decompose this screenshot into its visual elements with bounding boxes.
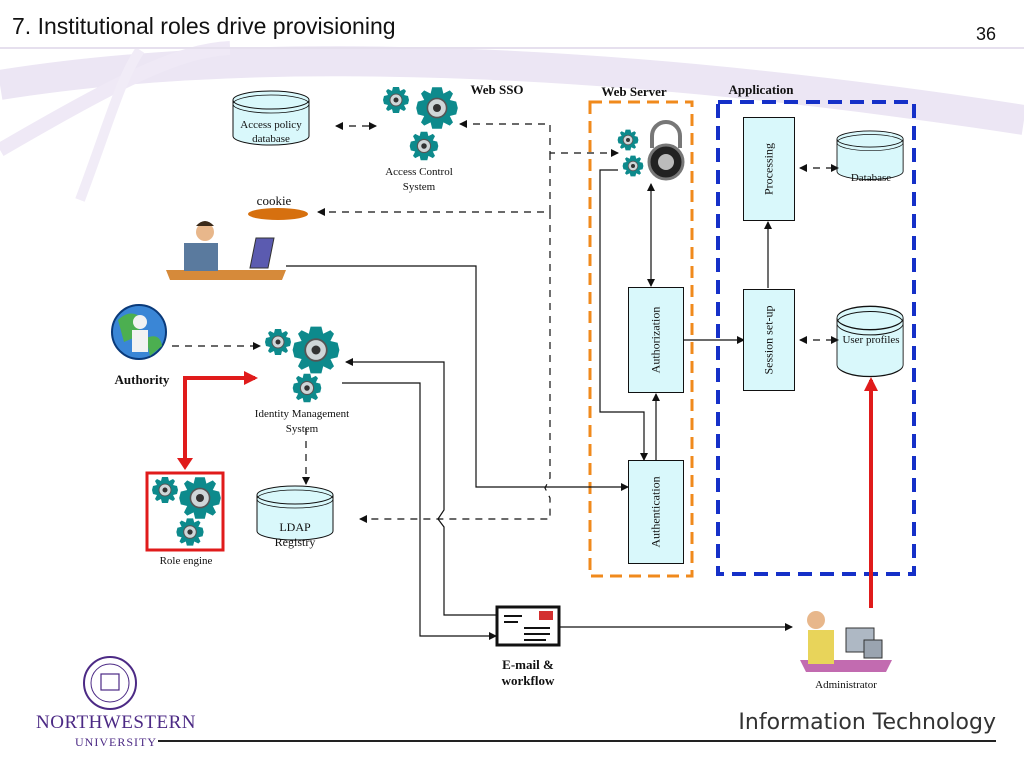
authentication-box: Authentication (628, 460, 684, 564)
university-seal-icon (83, 656, 137, 710)
identity-management-gears-icon (264, 325, 341, 403)
administrator-icon (800, 611, 892, 672)
authorization-label: Authorization (648, 306, 663, 374)
application-label: Application (728, 82, 794, 97)
ldap-link (359, 212, 551, 523)
access-control-gears-icon (382, 86, 459, 161)
email-envelope-icon (495, 605, 561, 647)
administrator-label: Administrator (815, 679, 877, 691)
role-engine-red-arrowhead-down (177, 458, 193, 470)
session-setup-label: Session set-up (761, 305, 776, 375)
background-swoosh (0, 46, 1024, 135)
database-label: Database (850, 172, 892, 184)
ldap-registry-label: LDAP Registry (274, 520, 316, 549)
access-control-system-label: Access Control System (385, 166, 453, 193)
processing-label: Processing (761, 143, 776, 195)
session-setup-box: Session set-up (743, 289, 795, 391)
web-sso-label: Web SSO (470, 82, 524, 97)
authority-label: Authority (114, 372, 170, 387)
university-subtitle: UNIVERSITY (75, 735, 157, 749)
ims-to-email-line (342, 382, 497, 640)
web-server-label: Web Server (601, 84, 667, 99)
page-number: 36 (975, 24, 996, 44)
background-swoosh (75, 47, 145, 202)
university-name: NORTHWESTERN (36, 712, 197, 733)
email-workflow-label: E-mail & workflow (501, 657, 555, 688)
email-to-ims-line (345, 358, 496, 616)
user-profiles-label: User profiles (842, 334, 900, 346)
role-engine-label: Role engine (159, 555, 213, 567)
role-engine-red-arrow (183, 371, 258, 466)
access-policy-database-label: Access policy database (240, 119, 302, 145)
application-box (716, 100, 916, 576)
slide-title: 7. Institutional roles drive provisionin… (12, 13, 396, 39)
user-at-laptop-icon (166, 221, 286, 280)
lock-to-authn-line (599, 169, 648, 461)
cookie-label: cookie (256, 193, 292, 208)
user-to-auth-line (286, 265, 629, 491)
authentication-label: Authentication (648, 476, 663, 548)
lock-gears-icon (617, 120, 685, 181)
identity-management-system-label: Identity Management System (254, 408, 350, 435)
web-server-box (588, 100, 694, 578)
acs-to-webserver-arrow (459, 120, 619, 157)
authorization-box: Authorization (628, 287, 684, 393)
processing-box: Processing (743, 117, 795, 221)
department-name: Information Technology (738, 710, 996, 735)
authority-globe-icon (111, 304, 167, 360)
role-engine-gears-icon (145, 471, 225, 552)
background-swoosh (0, 41, 231, 157)
cookie-icon (248, 208, 308, 220)
